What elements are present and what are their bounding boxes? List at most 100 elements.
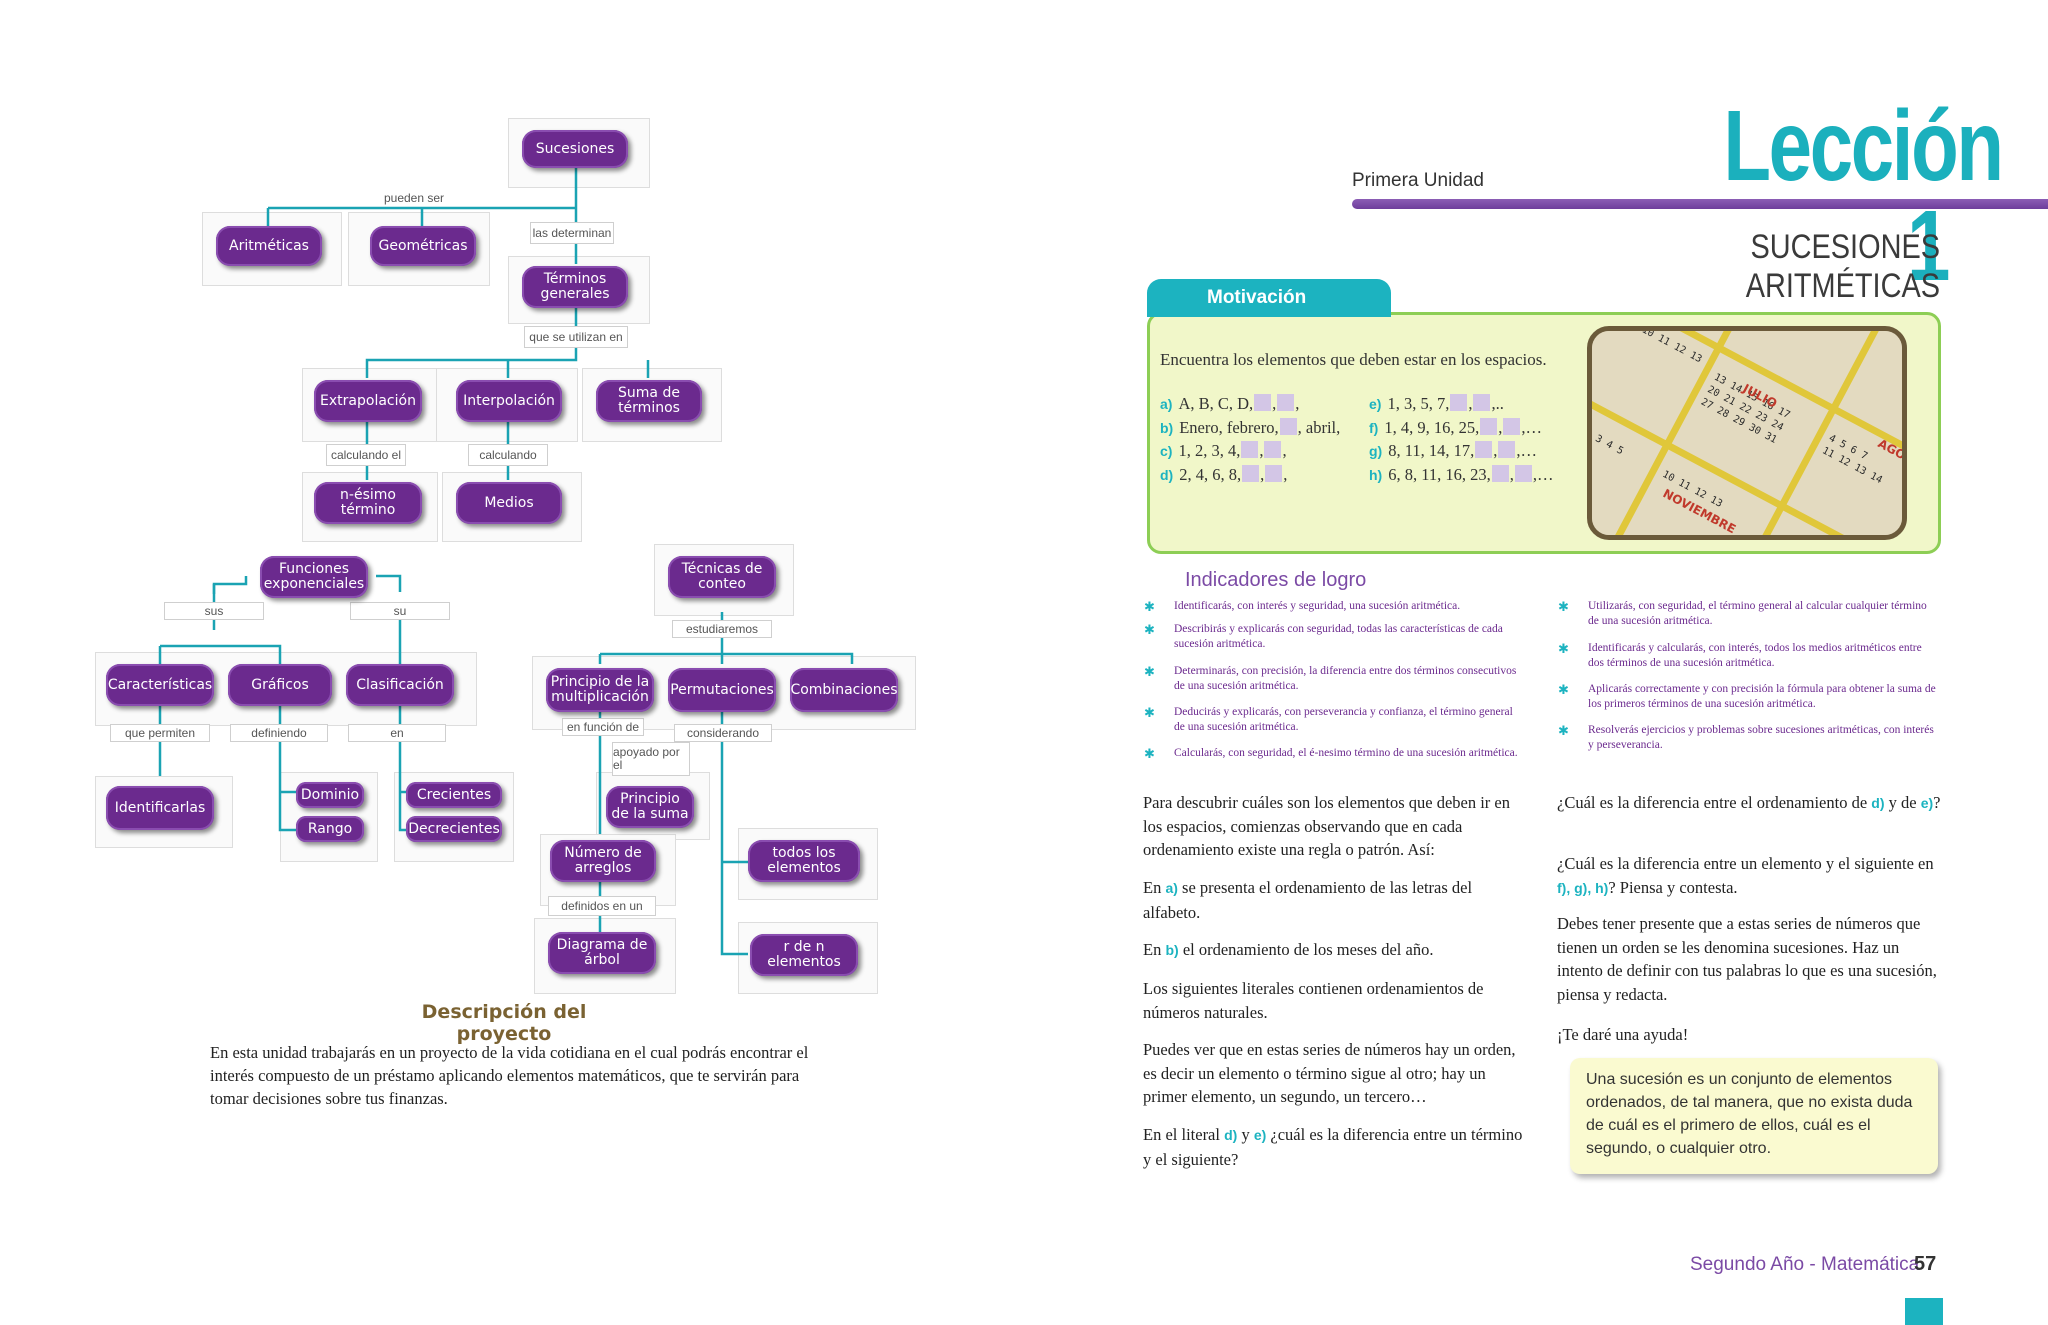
body-right-q1: ¿Cuál es la diferencia entre el ordenami… [1557,791,1947,816]
node-principio-multiplicacion: Principio de la multiplicación [546,668,654,712]
letter-ref: f), g), h) [1557,879,1609,896]
node-diagrama-arbol: Diagrama de árbol [548,932,656,974]
exercise-d: d)2, 4, 6, 8,,, [1160,464,1288,484]
connector-label: estudiaremos [672,620,772,638]
text: ¿Cuál es la diferencia entre el ordenami… [1557,793,1868,812]
connector-label: que se utilizan en [524,326,628,348]
lesson-title: Lección 1 [1723,90,2004,302]
answer-blank[interactable] [1242,464,1260,482]
connector-label: en función de [562,718,644,736]
answer-blank[interactable] [1264,441,1282,458]
answer-blank[interactable] [1503,417,1521,435]
answer-blank[interactable] [1241,441,1259,458]
node-medios: Medios [456,482,562,524]
connector-label: definidos en un [548,896,656,916]
exercise-g: g)8, 11, 14, 17,,,… [1369,441,1537,460]
text: ? [1933,793,1941,812]
motivation-tab: Motivación [1147,279,1391,317]
node-todos-elementos: todos los elementos [748,840,860,882]
node-nesimo-termino: n-ésimo término [314,482,422,524]
text: ? Piensa y contesta. [1608,877,1738,897]
star-bullet-icon: ✱ [1144,746,1155,761]
connector-label: considerando [674,724,772,742]
exercise-letter: b) [1160,419,1174,436]
connector-label: en [348,724,446,742]
indicator-item: ✱Resolverás ejercicios y problemas sobre… [1558,723,1938,753]
exercise-sequence: 1, 4, 9, 16, 25, [1384,417,1480,437]
answer-blank[interactable] [1491,464,1509,482]
answer-blank[interactable] [1475,441,1493,458]
answer-blank[interactable] [1254,394,1272,411]
node-numero-arreglos: Número de arreglos [550,840,656,882]
star-bullet-icon: ✱ [1558,682,1569,697]
connector-label: definiendo [230,724,328,742]
indicator-item: ✱Determinarás, con precisión, la diferen… [1144,664,1524,694]
indicator-item: ✱ Aplicarás correctamente y con precisión… [1558,682,1938,712]
node-caracteristicas: Características [106,664,214,706]
exercise-sequence: 8, 11, 14, 17, [1388,441,1475,460]
indicators-title: Indicadores de logro [1185,569,1367,591]
node-tecnicas-conteo: Técnicas de conteo [668,556,776,598]
calendar-image: 1 2 3 4 5 6 7 8 9 10 11 12 13 13 14 15 1… [1592,331,1902,535]
node-geometricas: Geométricas [370,226,476,266]
exercise-sequence: 1, 3, 5, 7, [1387,394,1450,413]
node-combinaciones: Combinaciones [790,668,898,712]
indicator-text: Describirás y explicarás con seguridad, … [1174,623,1503,650]
answer-blank[interactable] [1498,441,1516,458]
body-left-p3: En b) el ordenamiento de los meses del a… [1143,938,1523,963]
answer-blank[interactable] [1277,394,1295,411]
letter-ref: e) [1920,795,1934,811]
body-right-p3: Debes tener presente que a estas series … [1557,914,1937,1004]
project-title: Descripción del proyecto [421,1001,587,1045]
footer-label: Segundo Año - Matemática [1690,1254,1920,1275]
indicator-text: Calcularás, con seguridad, el é-nesimo t… [1174,747,1518,759]
connector-label: su [350,602,450,620]
text: ¿Cuál es la diferencia entre un elemento… [1557,854,1934,873]
node-r-de-n: r de n elementos [750,934,858,976]
exercise-letter: f) [1369,419,1379,436]
star-bullet-icon: ✱ [1558,599,1569,614]
letter-ref: e) [1253,1127,1267,1143]
node-clasificacion: Clasificación [346,664,454,706]
answer-blank[interactable] [1480,417,1498,435]
unit-label: Primera Unidad [1352,170,1484,191]
body-left-p1: Para descubrir cuáles son los elementos … [1143,793,1511,859]
exercise-sequence: Enero, febrero, [1179,417,1279,437]
connector-label: calculando [468,444,548,466]
indicator-item: ✱ Calcularás, con seguridad, el é-nesimo … [1144,746,1524,761]
indicator-text: Aplicarás correctamente y con precisión … [1588,683,1936,710]
indicator-text: Identificarás, con interés y seguridad, … [1174,600,1461,612]
answer-blank[interactable] [1473,394,1491,411]
header-bar [1352,199,2048,209]
indicator-item: ✱Describirás y explicarás con seguridad,… [1144,622,1524,652]
node-crecientes: Crecientes [406,782,502,808]
exercise-tail: , [1283,464,1288,484]
node-dominio: Dominio [296,782,364,808]
text: el ordenamiento de los meses del año. [1182,940,1434,959]
indicator-text: Determinarás, con precisión, la diferenc… [1174,665,1517,692]
indicator-text: Utilizarás, con seguridad, el término ge… [1588,600,1927,627]
answer-blank[interactable] [1265,464,1283,482]
connector-label: apoyado por el [612,742,690,776]
connector-label: que permiten [110,724,210,742]
body-left-p4: Los siguientes literales contienen orden… [1143,979,1484,1022]
page-number: 57 [1914,1253,1937,1275]
corner-tab [1905,1298,1943,1325]
exercise-tail: ,… [1532,464,1554,484]
exercise-f: f)1, 4, 9, 16, 25,,,… [1369,417,1542,437]
connector-label: pueden ser [383,191,445,205]
exercise-sequence: 2, 4, 6, 8, [1179,464,1242,484]
exercise-letter: g) [1369,443,1383,459]
text: se presenta el ordenamiento de las letra… [1143,878,1473,922]
text: y de [1888,793,1917,812]
node-principio-suma: Principio de la suma [606,786,694,828]
star-bullet-icon: ✱ [1144,599,1155,614]
letter-ref: a) [1165,880,1178,896]
answer-blank[interactable] [1279,417,1297,435]
answer-blank[interactable] [1450,394,1468,411]
exercise-e: e)1, 3, 5, 7,,,.. [1369,394,1504,413]
body-left-p2: En a) se presenta el ordenamiento de las… [1143,876,1523,924]
answer-blank[interactable] [1514,464,1532,482]
exercise-tail: , [1282,441,1287,460]
node-aritmeticas: Aritméticas [216,226,322,266]
